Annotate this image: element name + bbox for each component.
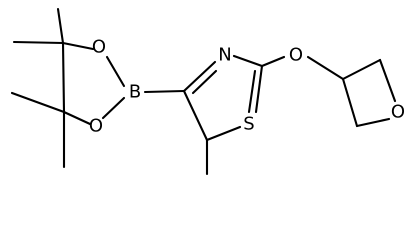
bond-oxetane-ch2-top-o	[378, 58, 397, 103]
dioxaborolane-ring	[10, 7, 126, 169]
bond-oxetane-o-ch2-bottom	[355, 117, 391, 128]
bond-c4-n3	[182, 60, 217, 93]
bond-c2-s1-inner	[247, 69, 257, 114]
atom-oxygen-label: O	[289, 45, 303, 66]
atom-nitrogen-label: N	[218, 45, 231, 66]
bond-oxetane-c3-ch2-top	[341, 58, 382, 81]
chemical-structure: B O O N S O O	[10, 7, 405, 176]
bond-b-c4	[143, 89, 186, 94]
bond-c-c-ring	[61, 41, 66, 114]
thiazole-ring	[182, 54, 264, 176]
bond-c2-o-ether	[260, 55, 286, 68]
bond-methyl-top-left	[12, 40, 65, 45]
bond-b-o-top	[105, 55, 126, 88]
bond-b-o-bottom	[101, 96, 126, 120]
bond-o-top-c	[61, 41, 95, 51]
atom-oxygen-label: O	[92, 37, 106, 58]
bond-methyl-bottom-left	[10, 91, 66, 114]
bond-o-bottom-c	[62, 110, 92, 126]
bond-o-ether-c3	[306, 55, 345, 81]
atom-oxygen-label: O	[391, 102, 405, 123]
bond-s1-c5	[205, 125, 242, 142]
bond-c5-c4	[182, 89, 209, 142]
bond-n3-c2	[232, 54, 264, 68]
bond-c2-s1	[254, 64, 264, 114]
bond-c4-n3-inner	[191, 69, 218, 95]
atom-oxygen-label: O	[89, 116, 103, 137]
bond-oxetane-ch2-bottom-c3	[341, 77, 359, 128]
oxetane-ring	[341, 58, 397, 128]
atom-sulfur-label: S	[243, 114, 254, 135]
bond-methyl-top-up	[56, 7, 65, 45]
atom-boron-label: B	[129, 82, 141, 103]
